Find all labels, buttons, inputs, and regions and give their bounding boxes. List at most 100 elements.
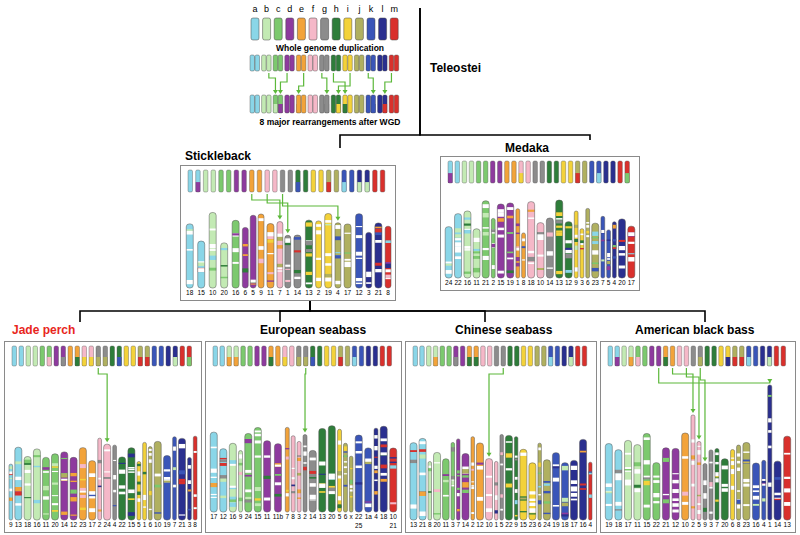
panel-title: Stickleback [185, 150, 251, 162]
chromosome-outline [359, 346, 364, 366]
chromosome-band [586, 231, 590, 233]
chromosome-band [70, 515, 77, 516]
ancestral-mini-chromosome [474, 346, 479, 366]
chromosome-band [52, 503, 59, 505]
chromosome-band [471, 463, 474, 466]
chromosome-letter: g [322, 5, 327, 14]
chromosome-outline [538, 443, 541, 520]
chromosome-outline [371, 95, 376, 113]
chromosome-band [703, 494, 707, 498]
chromosome [505, 435, 512, 520]
chromosome-band [743, 460, 750, 464]
chromosome-outline [440, 346, 445, 366]
ancestral-mini-chromosome [625, 161, 630, 183]
ancestral-mini-chromosome [487, 346, 492, 366]
chromosome [9, 464, 13, 520]
chromosome-band [497, 228, 504, 231]
chromosome-band [349, 485, 353, 488]
chromosome-outline [561, 463, 568, 520]
chromosome-body [264, 441, 271, 512]
chromosome-number: 2 [471, 522, 475, 529]
chromosome [267, 224, 274, 288]
chromosome-band [9, 466, 13, 469]
chromosome-number: 15 [198, 290, 205, 297]
chromosome-outline [427, 346, 432, 366]
chromosome-band [356, 252, 363, 256]
chromosome-band [154, 485, 161, 488]
chromosome-band [709, 512, 713, 514]
chromosome-outline [357, 170, 362, 192]
chromosome-band [220, 463, 227, 466]
mini-segment [448, 173, 453, 183]
rearranged-chromosome [394, 95, 399, 113]
chromosome-band [737, 490, 741, 492]
chromosome-outline [9, 464, 13, 520]
chromosome-band [164, 480, 171, 482]
chromosome-band [482, 248, 489, 250]
ancestral-mini-chromosome [219, 170, 224, 192]
chromosome [514, 437, 517, 520]
ancestral-mini-chromosome [767, 346, 772, 366]
chromosome-number: 17 [570, 522, 577, 529]
chromosome-band [52, 463, 59, 466]
chromosome [762, 460, 766, 520]
chromosome-band [516, 233, 520, 234]
panel-frame [405, 341, 597, 533]
ancestral-chromosome [274, 18, 282, 40]
chromosome-body [113, 445, 117, 520]
chromosome-outline [350, 170, 355, 192]
chromosome-number: 8 [291, 514, 295, 521]
chromosome-band [338, 504, 342, 508]
chromosome-body [245, 434, 252, 512]
chromosome-outline [672, 448, 679, 520]
chromosome-body [662, 448, 669, 520]
ancestral-mini-chromosome [47, 346, 52, 366]
chromosome-band [451, 447, 454, 451]
chromosome-outline [580, 229, 584, 278]
chromosome-band [464, 224, 471, 226]
chromosome-number: 17 [344, 290, 351, 297]
chromosome-band [390, 502, 397, 504]
chromosome [752, 463, 759, 520]
chromosome-number: 2 [303, 514, 307, 521]
chromosome-body [9, 464, 13, 520]
chromosome-band [52, 483, 59, 485]
chromosome-body [267, 224, 274, 288]
chromosome-outline [540, 161, 545, 183]
chromosome-band [697, 450, 701, 454]
arrowhead [702, 458, 707, 462]
chromosome-band [715, 500, 719, 502]
chromosome-outline [709, 450, 713, 520]
chromosome-outline [273, 170, 278, 192]
chromosome-band [500, 452, 503, 455]
duplicated-chromosome [336, 55, 341, 71]
rearranged-chromosome [389, 95, 394, 113]
mini-segment [615, 357, 620, 366]
chromosome-number: 10 [154, 522, 161, 529]
chromosome-body [653, 463, 660, 520]
chromosome-outline [96, 346, 101, 366]
rearranged-chromosome [250, 95, 255, 113]
ancestral-mini-chromosome [365, 170, 370, 192]
chromosome-band [43, 471, 50, 473]
chromosome [365, 448, 372, 512]
duplicated-chromosome [343, 55, 348, 71]
ancestral-mini-chromosome [508, 346, 513, 366]
chromosome-band [556, 220, 563, 223]
chromosome [612, 222, 616, 278]
chromosome [471, 437, 474, 520]
mini-segment [569, 357, 574, 366]
chromosome-body [774, 461, 781, 520]
ancestral-mini-chromosome [440, 346, 445, 366]
tree-branch [420, 8, 590, 140]
chromosome-outline [582, 161, 587, 183]
chromosome [61, 452, 68, 520]
chromosome-band [495, 510, 498, 513]
chromosome-band [516, 263, 520, 267]
chromosome-outline [344, 224, 351, 288]
chromosome-outline [737, 445, 741, 520]
chromosome-band [375, 240, 382, 243]
arrowhead [324, 90, 329, 94]
chromosome-band [267, 280, 274, 281]
chromosome-band [628, 257, 635, 261]
